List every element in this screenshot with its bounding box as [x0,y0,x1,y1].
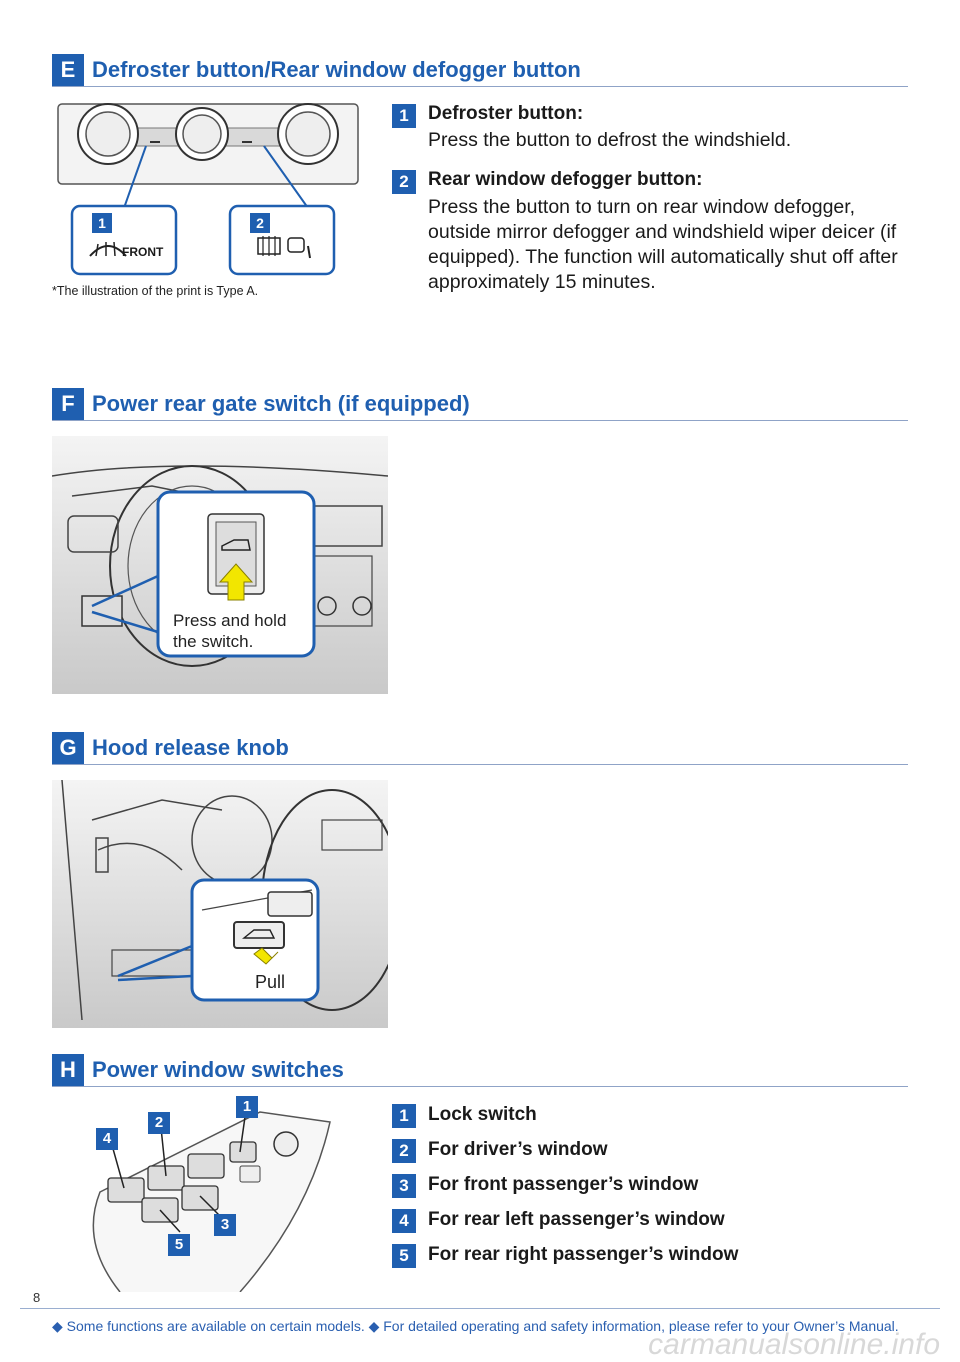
item-h2-label: For driver’s window [428,1139,608,1160]
item-e2-title: Rear window defogger button: [428,169,703,190]
item-e2-badge: 2 [392,170,416,194]
section-g-letter: G [52,732,84,764]
illus-num-4: 4 [96,1128,118,1150]
press-hold-line1: Press and hold [173,611,287,630]
item-h3-label: For front passenger’s window [428,1174,699,1195]
press-hold-line2: the switch. [173,632,254,651]
pull-label: Pull [255,972,286,992]
illus-num-3: 3 [214,1214,236,1236]
section-h-header: H Power window switches [52,1054,908,1087]
section-f-title: Power rear gate switch (if equipped) [92,391,470,416]
callout-2-badge: 2 [250,213,270,233]
illus-num-1: 1 [236,1096,258,1118]
callout-1-badge: 1 [92,213,112,233]
section-g-title: Hood release knob [92,735,289,760]
footer-note: ◆ Some functions are available on certai… [52,1318,899,1334]
defroster-illustration: 1 2 FRONT [52,96,364,306]
item-e1-title: Defroster button: [428,103,584,124]
item-h2-badge: 2 [392,1139,416,1163]
item-e2-body: Press the button to turn on rear window … [428,196,898,293]
page-number: 8 [33,1290,41,1305]
footer-divider [20,1308,940,1309]
power-window-illustration: 1 2 3 4 5 [60,1092,360,1292]
item-h1-label: Lock switch [428,1104,537,1125]
section-h-letter: H [52,1054,84,1086]
illustration-footnote: *The illustration of the print is Type A… [52,284,259,298]
item-h4-badge: 4 [392,1209,416,1233]
item-h1-badge: 1 [392,1104,416,1128]
item-e1-badge: 1 [392,104,416,128]
watermark: carmanualsonline.info [648,1328,940,1361]
item-h4-label: For rear left passenger’s window [428,1209,725,1230]
section-e-title: Defroster button/Rear window defogger bu… [92,57,581,82]
hood-release-illustration: Pull [52,780,388,1028]
item-e1-body: Press the button to defrost the windshie… [428,129,792,151]
section-h-title: Power window switches [92,1057,344,1082]
item-h5-badge: 5 [392,1244,416,1268]
section-g-header: G Hood release knob [52,732,908,765]
rear-gate-switch-illustration: Press and hold the switch. [52,436,388,694]
section-f-letter: F [52,388,84,420]
item-h5-label: For rear right passenger’s window [428,1244,739,1265]
section-f-header: F Power rear gate switch (if equipped) [52,388,908,421]
item-h3-badge: 3 [392,1174,416,1198]
section-e-header: E Defroster button/Rear window defogger … [52,54,908,87]
illus-num-5: 5 [168,1234,190,1256]
front-label: FRONT [122,245,164,259]
illus-num-2: 2 [148,1112,170,1134]
section-e-letter: E [52,54,84,86]
